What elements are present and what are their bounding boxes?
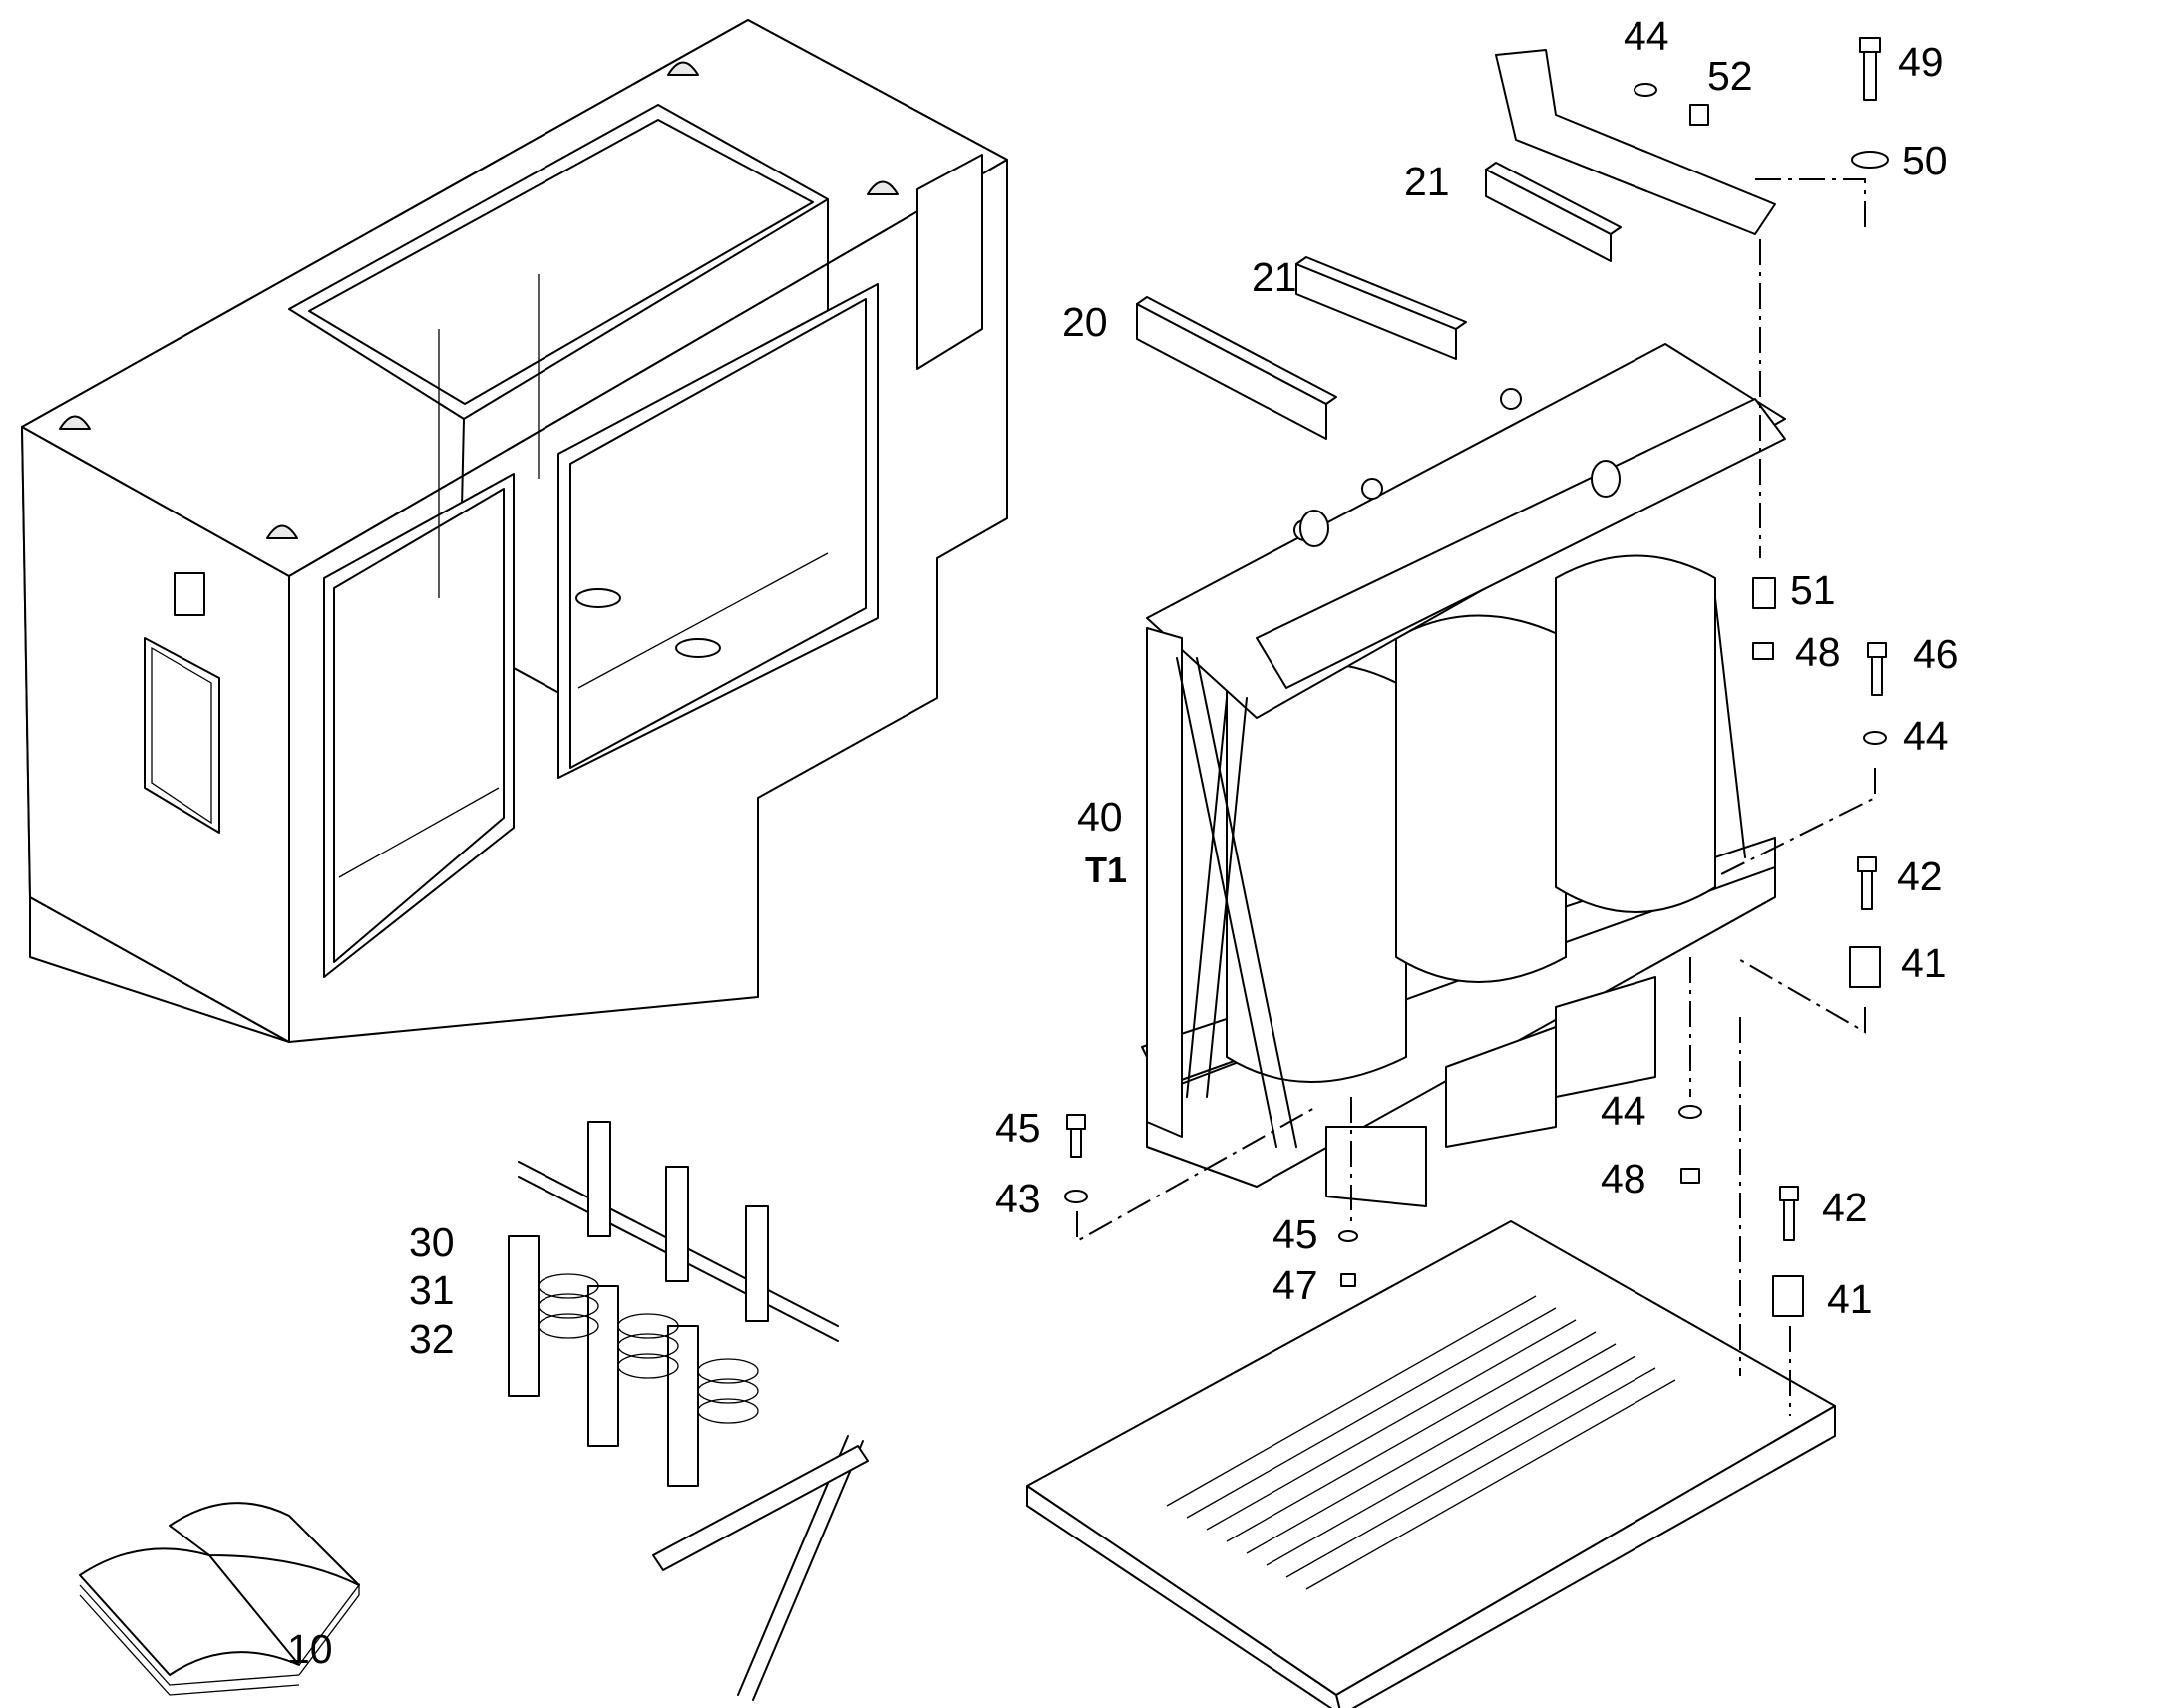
busbar-21-lower bbox=[1295, 256, 1467, 360]
callout-50: 50 bbox=[1902, 138, 1948, 183]
callout-49: 49 bbox=[1898, 39, 1944, 85]
callout-48-upper: 48 bbox=[1795, 629, 1841, 675]
callout-46: 46 bbox=[1913, 631, 1959, 677]
mounting-bracket bbox=[1495, 49, 1776, 235]
callout-45-left: 45 bbox=[995, 1105, 1041, 1151]
busbar-21-upper bbox=[1485, 162, 1622, 262]
callout-48-lower: 48 bbox=[1601, 1156, 1646, 1201]
callout-31: 31 bbox=[409, 1267, 455, 1313]
callout-44-right: 44 bbox=[1903, 713, 1949, 759]
callout-42-lower: 42 bbox=[1822, 1185, 1868, 1230]
fasteners bbox=[1064, 37, 1889, 1317]
enclosure-cabinet bbox=[21, 19, 1008, 1043]
callout-labels: 10 20 21 21 30 31 32 40 T1 41 41 42 42 4… bbox=[287, 13, 1959, 1672]
callout-30: 30 bbox=[409, 1219, 455, 1265]
busbar-20 bbox=[1136, 296, 1337, 440]
callout-32: 32 bbox=[409, 1316, 455, 1362]
callout-51: 51 bbox=[1790, 567, 1836, 613]
callout-21-lower: 21 bbox=[1252, 254, 1297, 300]
callout-20: 20 bbox=[1062, 299, 1108, 345]
tap-changer-assembly bbox=[508, 1121, 869, 1701]
callout-21-upper: 21 bbox=[1404, 159, 1450, 204]
callout-42-upper: 42 bbox=[1897, 854, 1943, 899]
callout-45-center: 45 bbox=[1272, 1211, 1318, 1257]
vent-slots bbox=[1166, 1295, 1676, 1590]
callout-40: 40 bbox=[1077, 794, 1123, 840]
callout-10: 10 bbox=[287, 1626, 333, 1672]
callout-47: 47 bbox=[1272, 1262, 1318, 1308]
callout-44-top: 44 bbox=[1624, 13, 1669, 59]
base-plate bbox=[1026, 1220, 1836, 1708]
callout-43: 43 bbox=[995, 1176, 1041, 1221]
callout-t1: T1 bbox=[1085, 850, 1127, 890]
manual-book-icon bbox=[79, 1502, 360, 1696]
callout-52: 52 bbox=[1707, 53, 1753, 99]
callout-41-lower: 41 bbox=[1827, 1276, 1873, 1322]
callout-44-lower: 44 bbox=[1601, 1088, 1646, 1134]
callout-41-upper: 41 bbox=[1901, 940, 1947, 986]
assembly-centerlines bbox=[1076, 178, 1876, 1416]
transformer-t1 bbox=[1141, 343, 1786, 1207]
